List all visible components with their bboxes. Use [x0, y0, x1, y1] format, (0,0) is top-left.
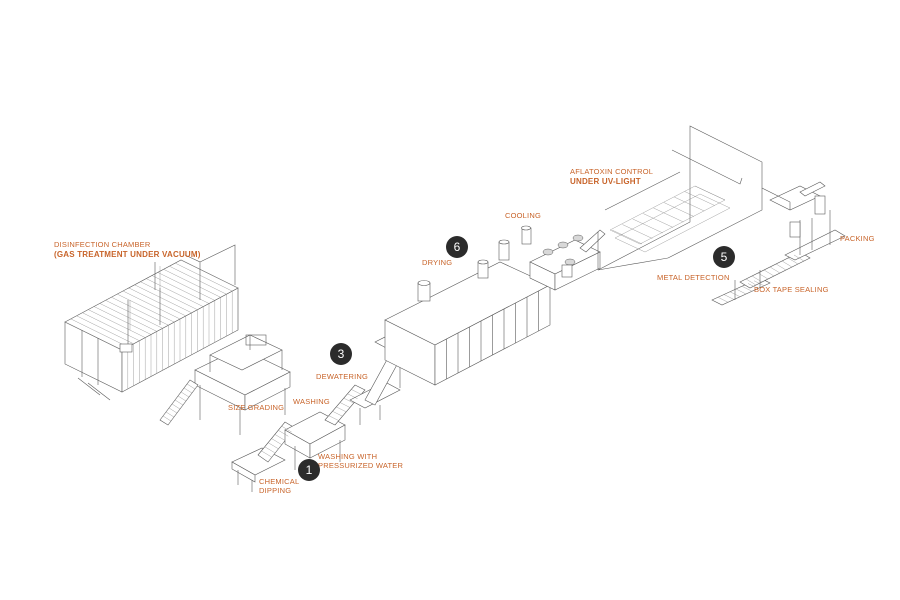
- detail-line: [140, 281, 198, 310]
- detail-line: [735, 288, 747, 295]
- dryer-unit: [384, 225, 551, 386]
- detail-line: [169, 266, 227, 295]
- leader-lines: [129, 266, 161, 330]
- detail-line: [745, 278, 757, 286]
- detail-line: [163, 269, 221, 298]
- detail-line: [775, 263, 787, 271]
- detail-line: [162, 415, 172, 422]
- aflatoxin-uv-room: [597, 125, 763, 271]
- detail-line: [328, 415, 339, 421]
- detail-line: [757, 272, 769, 280]
- size-grading-label: SIZE GRADING: [228, 403, 285, 412]
- aflatoxin-control-sublabel: UNDER UV-LIGHT: [570, 177, 641, 186]
- size-grading-machine: [159, 334, 291, 435]
- detail-line: [343, 397, 354, 404]
- detail-line: [174, 399, 184, 406]
- detail-line: [274, 434, 285, 441]
- detail-line: [105, 300, 163, 329]
- packing-line: [711, 181, 846, 306]
- step-badge-5: 5: [713, 246, 735, 268]
- detail-line: [741, 286, 753, 292]
- detail-line: [632, 218, 663, 234]
- detail-line: [268, 442, 279, 449]
- packing-label: PACKING: [840, 234, 875, 243]
- detail-line: [264, 446, 275, 453]
- detail-line: [684, 191, 715, 206]
- detail-line: [763, 269, 775, 277]
- detail-line: [751, 275, 763, 283]
- detail-line: [622, 224, 653, 239]
- detail-line: [175, 262, 233, 292]
- drying-label: DRYING: [422, 258, 453, 267]
- detail-line: [151, 275, 210, 304]
- washing-pressurized-label: WASHING WITH: [318, 452, 378, 461]
- step-badge-6: 6: [446, 236, 468, 258]
- detail-line: [134, 284, 192, 313]
- detail-line: [186, 383, 196, 390]
- detail-line: [111, 297, 169, 326]
- washing-pressurized-sublabel: PRESSURIZED WATER: [318, 461, 404, 470]
- detail-line: [351, 389, 362, 395]
- detail-line: [729, 291, 741, 297]
- detail-line: [753, 280, 765, 286]
- detail-line: [165, 411, 175, 418]
- detail-line: [723, 294, 735, 300]
- detail-line: [146, 278, 204, 307]
- detail-line: [717, 297, 729, 303]
- dewatering-label: DEWATERING: [316, 372, 368, 381]
- detail-line: [747, 283, 759, 289]
- metal-detection-label: METAL DETECTION: [657, 273, 730, 282]
- detail-line: [787, 257, 799, 265]
- aflatoxin-control-label: AFLATOXIN CONTROL: [570, 167, 654, 176]
- cooling-unit: [529, 229, 606, 291]
- detail-line: [93, 306, 152, 335]
- detail-line: [769, 266, 781, 274]
- detail-line: [183, 387, 193, 394]
- detail-line: [168, 407, 178, 414]
- detail-line: [171, 403, 181, 410]
- detail-line: [674, 196, 705, 212]
- detail-line: [281, 425, 292, 433]
- chemical-dipping-sublabel: DIPPING: [259, 486, 292, 495]
- washing-label: WASHING: [293, 397, 330, 406]
- box-tape-sealing-label: BOX TAPE SEALING: [754, 285, 829, 294]
- detail-line: [653, 207, 684, 223]
- detail-line: [128, 287, 186, 317]
- detail-line: [76, 315, 134, 344]
- detail-line: [88, 309, 146, 338]
- cooling-label: COOLING: [505, 211, 541, 220]
- detail-line: [64, 321, 123, 351]
- detail-line: [643, 213, 674, 228]
- detail-line: [694, 185, 726, 201]
- detail-line: [157, 272, 215, 301]
- detail-line: [611, 229, 643, 245]
- detail-line: [336, 406, 347, 413]
- detail-line: [793, 254, 805, 262]
- step-badge-1: 1: [298, 459, 320, 481]
- detail-line: [339, 402, 351, 408]
- step-badge-3: 3: [330, 343, 352, 365]
- detail-line: [82, 312, 140, 341]
- detail-line: [261, 450, 272, 458]
- detail-line: [781, 260, 793, 268]
- detail-line: [278, 430, 289, 437]
- detail-line: [663, 202, 694, 217]
- detail-line: [117, 293, 175, 323]
- detail-line: [271, 438, 282, 445]
- disinfection-chamber: [64, 244, 239, 401]
- detail-line: [177, 395, 187, 402]
- detail-line: [180, 259, 239, 289]
- detail-line: [122, 290, 181, 320]
- detail-line: [332, 411, 343, 417]
- chemical-dipping-label: CHEMICAL: [259, 477, 300, 486]
- detail-line: [347, 393, 358, 399]
- disinfection-chamber-sublabel: (GAS TREATMENT UNDER VACUUM): [54, 250, 201, 259]
- detail-line: [70, 318, 128, 348]
- detail-line: [180, 391, 190, 398]
- disinfection-chamber-label: DISINFECTION CHAMBER: [54, 240, 151, 249]
